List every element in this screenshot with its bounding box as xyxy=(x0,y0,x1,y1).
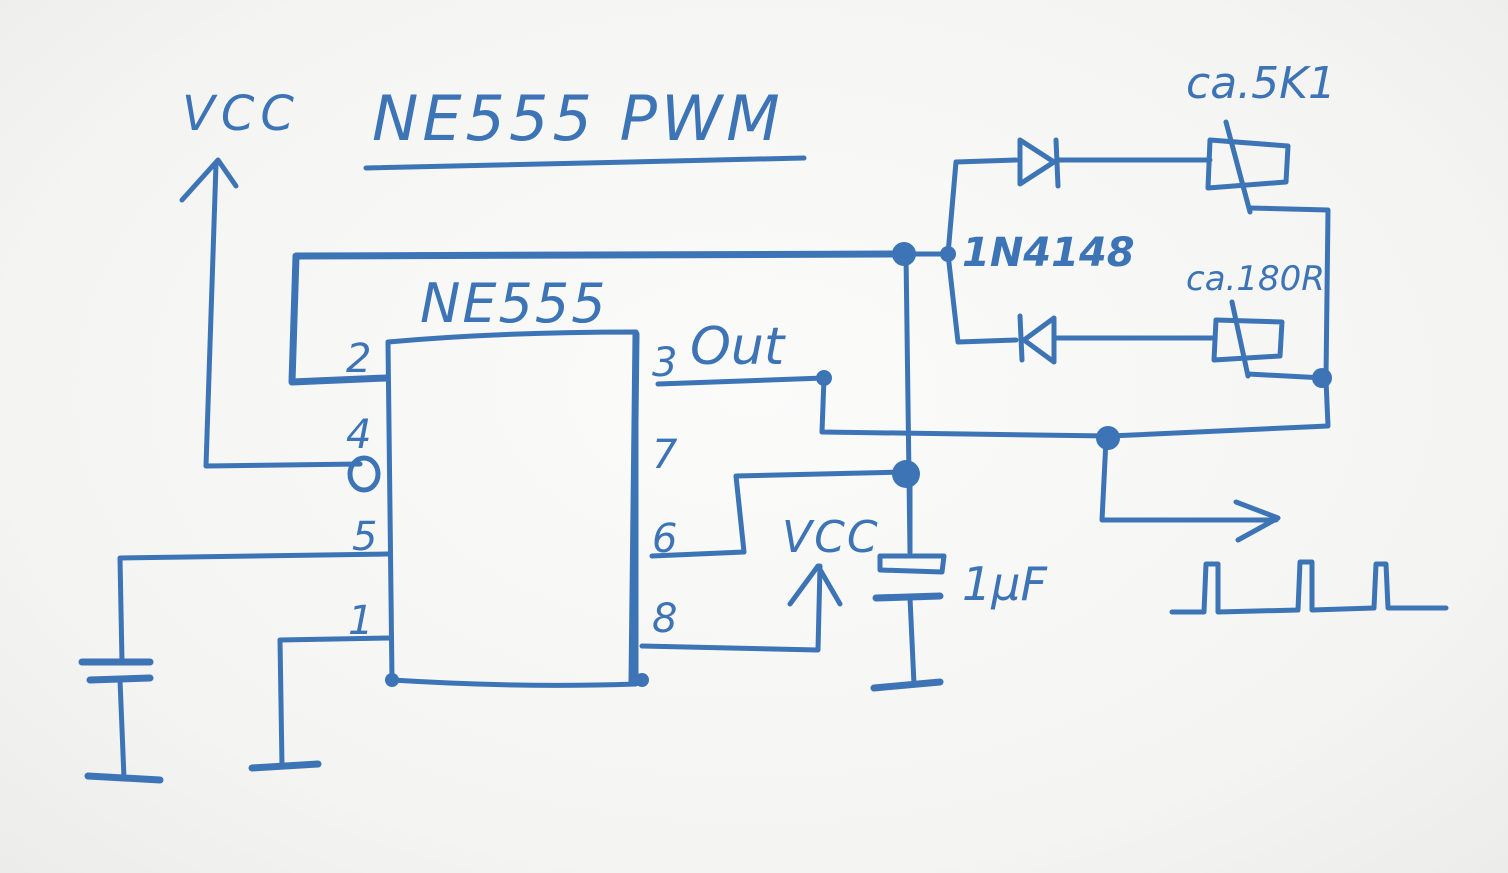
out-label: Out xyxy=(690,317,786,377)
output-wire xyxy=(655,375,1331,439)
upper-pot-right-wire xyxy=(1247,205,1331,381)
diode-label: 1N4148 xyxy=(962,230,1135,276)
cap-ground xyxy=(870,678,944,692)
pin6-wire xyxy=(649,469,907,559)
upper-pot-wiper xyxy=(1223,119,1253,215)
cap-top-plate xyxy=(877,553,947,575)
output-arrow-head xyxy=(1233,499,1281,543)
ne555-chip-body xyxy=(385,329,639,688)
junction-output-tap xyxy=(1096,426,1120,450)
vcc-top-label: VCC xyxy=(182,86,300,142)
pin-3-label: 3 xyxy=(652,340,677,386)
pin1-ground xyxy=(248,760,322,772)
pin-4-circle xyxy=(347,455,381,493)
chip-name: NE555 xyxy=(420,272,608,335)
lower-pot-wiper xyxy=(1229,299,1251,379)
resistor-bottom-label: ca.180R xyxy=(1186,259,1325,299)
junction-out xyxy=(816,370,832,386)
chip-right-edge xyxy=(628,330,640,686)
cap-bottom-wire xyxy=(907,595,917,687)
lower-diode-bar xyxy=(1017,313,1025,363)
output-arrow-wire xyxy=(1099,437,1279,523)
lower-diode-triangle xyxy=(1021,315,1057,365)
pin8-wire xyxy=(639,563,823,653)
resistor-top-label: ca.5K1 xyxy=(1186,58,1336,109)
pin5-cap-ground-wire xyxy=(117,677,127,781)
upper-diode-bar xyxy=(1053,137,1061,189)
title-text: NE555 PWM xyxy=(372,82,784,155)
chip-corner-dot-right xyxy=(635,673,649,687)
lower-potentiometer xyxy=(1211,317,1285,363)
vcc-right-arrow xyxy=(787,563,843,607)
vcc-to-pin4-wire xyxy=(203,161,363,469)
lower-pot-right-wire xyxy=(1245,371,1327,381)
pin5-wire xyxy=(117,551,391,665)
pin-8-label: 8 xyxy=(652,596,677,642)
pin1-wire xyxy=(277,635,393,769)
chip-corner-dot-left xyxy=(385,673,399,687)
capacitor-label: 1μF xyxy=(962,557,1048,611)
pwm-waveform xyxy=(1169,559,1449,615)
title-underline xyxy=(363,155,807,171)
pin2-feedback-wire xyxy=(288,250,908,386)
pin-2-label: 2 xyxy=(346,336,371,382)
junction-capacitor xyxy=(892,460,920,488)
junction-pots xyxy=(1312,368,1332,388)
lower-diode-left-wire xyxy=(945,251,1019,345)
upper-potentiometer xyxy=(1205,137,1291,191)
vcc-top-arrow xyxy=(179,157,239,203)
upper-diode-left-wire xyxy=(945,157,1019,257)
pin5-ground xyxy=(84,772,164,784)
pin-4-label: 4 xyxy=(346,412,371,458)
pin-7-label: 7 xyxy=(652,432,678,478)
upper-diode-triangle xyxy=(1017,137,1057,187)
vcc-right-label: VCC xyxy=(782,512,880,563)
